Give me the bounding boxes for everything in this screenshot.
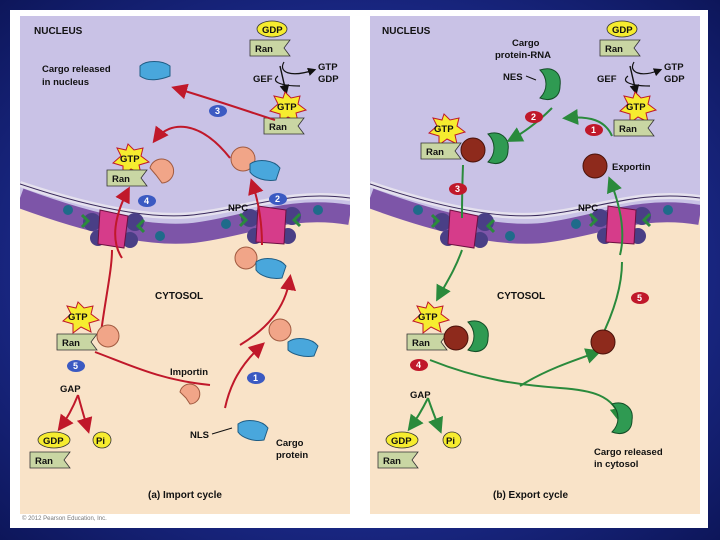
- cargo-protein-label: Cargo: [276, 438, 304, 449]
- cytosol-label-b: CYTOSOL: [497, 291, 545, 302]
- arrow-step-1: [224, 342, 265, 409]
- ran-label-gtp: Ran: [269, 122, 287, 133]
- ran-label-left-b: Ran: [426, 147, 444, 158]
- ran-label: Ran: [255, 44, 273, 55]
- gtp-star-label-cytosol-b: GTP: [418, 312, 438, 323]
- ran-label-cytosol-b: Ran: [412, 338, 430, 349]
- gtp-star-label-left: GTP: [120, 154, 140, 165]
- ran-label-gtp-b: Ran: [619, 124, 637, 135]
- ran-label-bottom-b: Ran: [383, 456, 401, 467]
- cargo-released-label: Cargo released: [42, 64, 111, 75]
- gdp-label-b: GDP: [612, 25, 633, 36]
- nes-label: NES: [503, 72, 523, 83]
- copyright-text: © 2012 Pearson Education, Inc.: [22, 515, 107, 522]
- gef-label: GEF: [253, 74, 273, 85]
- ran-label-bottom: Ran: [35, 456, 53, 467]
- npc-label-b: NPC: [578, 203, 598, 214]
- pi-label-b: Pi: [446, 436, 455, 447]
- step-3-badge-b: 3: [455, 184, 460, 194]
- nucleus-label-b: NUCLEUS: [382, 26, 431, 37]
- gef-label-b: GEF: [597, 74, 617, 85]
- gap-label: GAP: [60, 384, 81, 395]
- ran-label-cytosol: Ran: [62, 338, 80, 349]
- step-1-badge-b: 1: [591, 125, 596, 135]
- step-4-badge: 4: [144, 196, 149, 206]
- npc-label: NPC: [228, 203, 248, 214]
- step-5-badge-b: 5: [637, 293, 642, 303]
- import-cycle-panel: NUCLEUS CYTOSOL NPC GDP Ran GEF GTP GDP …: [20, 16, 350, 514]
- cargo-rna-label-2: protein-RNA: [495, 50, 551, 61]
- gtp-star-label-left-b: GTP: [434, 124, 454, 135]
- step-badges-b: 1 2 3 4 5: [410, 111, 649, 371]
- export-cycle-caption: (b) Export cycle: [493, 490, 568, 501]
- cargo-rna-icon: [539, 68, 561, 100]
- importin-icon: [149, 158, 175, 184]
- cargo-released-cytosol-label: Cargo released: [594, 447, 663, 458]
- cargo-protein-nls-icon: [237, 420, 269, 441]
- step-3-badge: 3: [215, 106, 220, 116]
- npc-right: [221, 205, 323, 245]
- ran-gdp-box: [249, 39, 291, 57]
- cargo-rna-label: Cargo: [512, 38, 540, 49]
- gtp-label: GTP: [318, 62, 338, 73]
- import-cycle-caption: (a) Import cycle: [148, 490, 222, 501]
- export-cycle-panel: NUCLEUS CYTOSOL NPC GDP Ran GEF GTP GDP …: [370, 16, 700, 514]
- gtp-star-icon: [268, 91, 308, 124]
- exportin-icon: [582, 153, 608, 179]
- importin-label: Importin: [170, 367, 208, 378]
- npc-left-b: [413, 205, 515, 249]
- cargo-protein-icon: [139, 61, 171, 81]
- gdp-oval: [256, 20, 288, 38]
- npc-right-b: [571, 205, 673, 245]
- step-2-badge-b: 2: [531, 112, 536, 122]
- gap-label-b: GAP: [410, 390, 431, 401]
- step-4-badge-b: 4: [416, 360, 421, 370]
- step-badges-a: 3 4 2 5 1: [67, 105, 287, 384]
- nucleus-label: NUCLEUS: [34, 26, 83, 37]
- gdp-label-bottom: GDP: [43, 436, 64, 447]
- cargo-released-cytosol-icon: [611, 402, 633, 434]
- cargo-released-label-2: in nucleus: [42, 77, 89, 88]
- ran-label-left: Ran: [112, 174, 130, 185]
- cytosol-label: CYTOSOL: [155, 291, 203, 302]
- gtp-star-label-cytosol: GTP: [68, 312, 88, 323]
- cargo-released-cytosol-label-2: in cytosol: [594, 459, 638, 470]
- step-1-badge: 1: [253, 373, 258, 383]
- nls-label: NLS: [190, 430, 209, 441]
- arrow-step-3: [171, 83, 276, 121]
- ran-label-b: Ran: [605, 44, 623, 55]
- gtp-star-label: GTP: [277, 102, 297, 113]
- npc-left: [63, 205, 165, 249]
- pi-label: Pi: [96, 436, 105, 447]
- exportin-label: Exportin: [612, 162, 651, 173]
- step-5-badge: 5: [73, 361, 78, 371]
- gdp-label: GDP: [262, 25, 283, 36]
- step-2-badge: 2: [275, 194, 280, 204]
- gdp-label-2-b: GDP: [664, 74, 685, 85]
- gdp-label-bottom-b: GDP: [391, 436, 412, 447]
- gdp-label-2: GDP: [318, 74, 339, 85]
- gtp-label-b: GTP: [664, 62, 684, 73]
- cargo-protein-label-2: protein: [276, 450, 308, 461]
- gtp-star-label-b: GTP: [626, 102, 646, 113]
